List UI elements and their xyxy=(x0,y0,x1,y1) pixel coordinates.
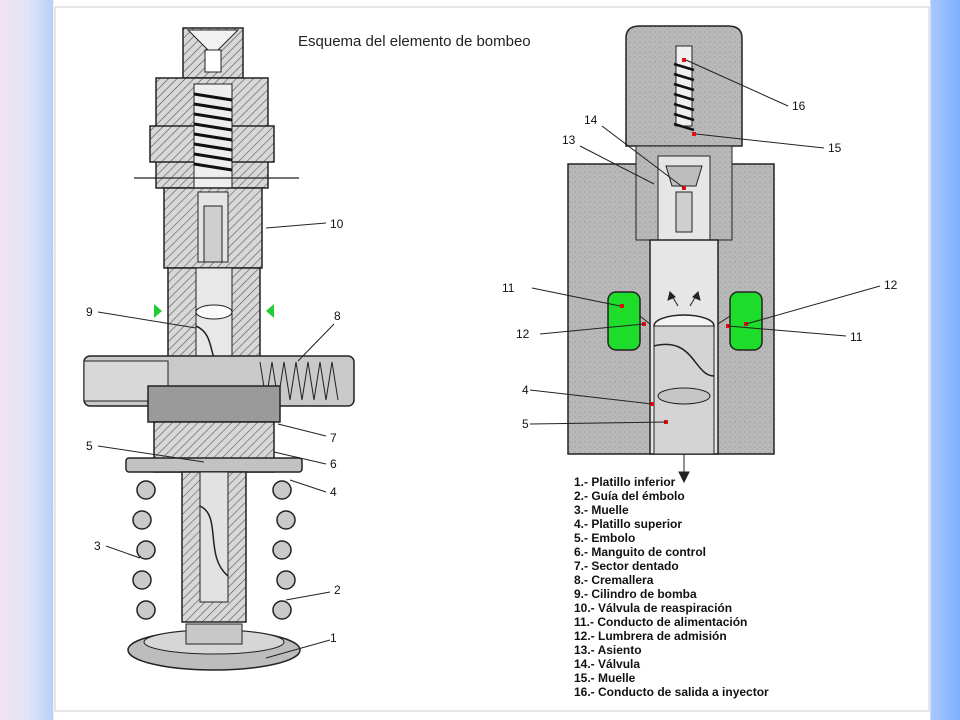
callout-3: 3 xyxy=(94,539,101,553)
delivery-valve-spring xyxy=(193,92,233,172)
callout-2: 2 xyxy=(334,583,341,597)
legend-item: 13.- Asiento xyxy=(574,643,642,657)
callout-15: 15 xyxy=(828,141,842,155)
plunger-spring xyxy=(132,480,296,620)
legend-item: 11.- Conducto de alimentación xyxy=(574,615,747,629)
callout-9: 9 xyxy=(86,305,93,319)
callout-16: 16 xyxy=(792,99,806,113)
legend-item: 1.- Platillo inferior xyxy=(574,475,676,489)
callout-4-right: 4 xyxy=(522,383,529,397)
legend-item: 4.- Platillo superior xyxy=(574,517,682,531)
callout-13: 13 xyxy=(562,133,576,147)
legend-item: 16.- Conducto de salida a inyector xyxy=(574,685,769,699)
legend-item: 3.- Muelle xyxy=(574,503,629,517)
legend-item: 15.- Muelle xyxy=(574,671,636,685)
callout-12-right: 12 xyxy=(884,278,898,292)
callout-12-left: 12 xyxy=(516,327,530,341)
legend-item: 14.- Válvula xyxy=(574,657,640,671)
callout-10: 10 xyxy=(330,217,344,231)
callout-11-left: 11 xyxy=(502,281,515,295)
legend-item: 6.- Manguito de control xyxy=(574,545,706,559)
slide: Esquema del elemento de bombeo xyxy=(54,0,930,720)
left-callouts xyxy=(97,222,335,659)
legend-item: 12.- Lumbrera de admisión xyxy=(574,629,727,643)
legend-item: 9.- Cilindro de bomba xyxy=(574,587,697,601)
left-pump-cutaway xyxy=(83,27,355,671)
callout-5-right: 5 xyxy=(522,417,529,431)
callout-11-right: 11 xyxy=(850,330,863,344)
callout-1: 1 xyxy=(330,631,337,645)
legend-item: 5.- Embolo xyxy=(574,531,635,545)
right-barrel-section xyxy=(567,25,775,484)
legend-item: 7.- Sector dentado xyxy=(574,559,679,573)
legend-item: 10.- Válvula de reaspiración xyxy=(574,601,732,615)
right-callouts xyxy=(529,59,881,425)
callout-8: 8 xyxy=(334,309,341,323)
callout-5-left: 5 xyxy=(86,439,93,453)
callout-14: 14 xyxy=(584,113,598,127)
feed-passage-right xyxy=(729,291,763,351)
callout-6: 6 xyxy=(330,457,337,471)
diagram-title: Esquema del elemento de bombeo xyxy=(298,33,531,50)
callout-4-left: 4 xyxy=(330,485,337,499)
callout-7: 7 xyxy=(330,431,337,445)
feed-passage-left xyxy=(607,291,641,351)
pump-element-diagram: Esquema del elemento de bombeo xyxy=(54,6,930,712)
legend-item: 2.- Guía del émbolo xyxy=(574,489,685,503)
legend-item: 8.- Cremallera xyxy=(574,573,654,587)
